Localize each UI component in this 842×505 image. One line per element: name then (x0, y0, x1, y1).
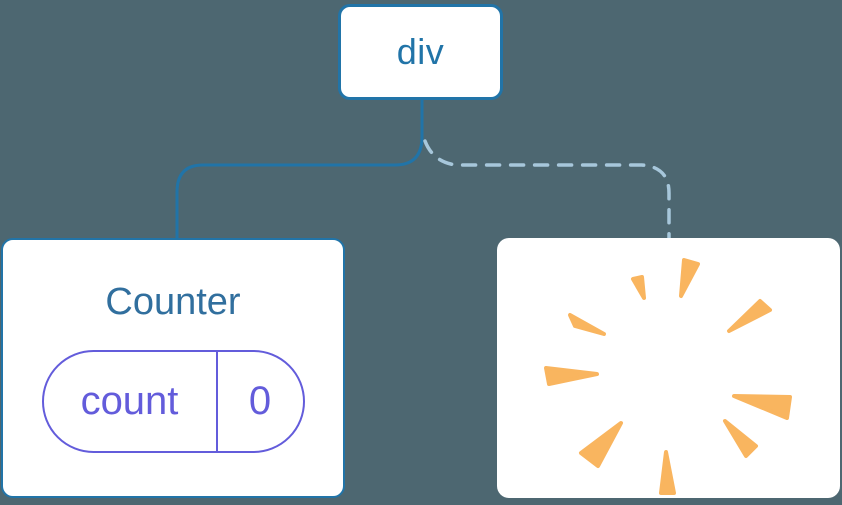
root-node-label: div (396, 31, 445, 72)
connector-dashed-line (423, 139, 671, 240)
state-name: count (80, 378, 179, 423)
state-value-cell: 0 (215, 351, 303, 451)
poof-burst-icon (544, 258, 792, 495)
counter-node: Counter count 0 (1, 238, 345, 498)
root-node-div: div (338, 4, 503, 100)
state-value: 0 (248, 378, 272, 423)
counter-title: Counter (105, 281, 241, 323)
state-name-cell: count (44, 352, 216, 451)
connector-solid-line (175, 98, 424, 240)
removed-node (497, 238, 840, 498)
state-pill: count 0 (41, 349, 305, 453)
